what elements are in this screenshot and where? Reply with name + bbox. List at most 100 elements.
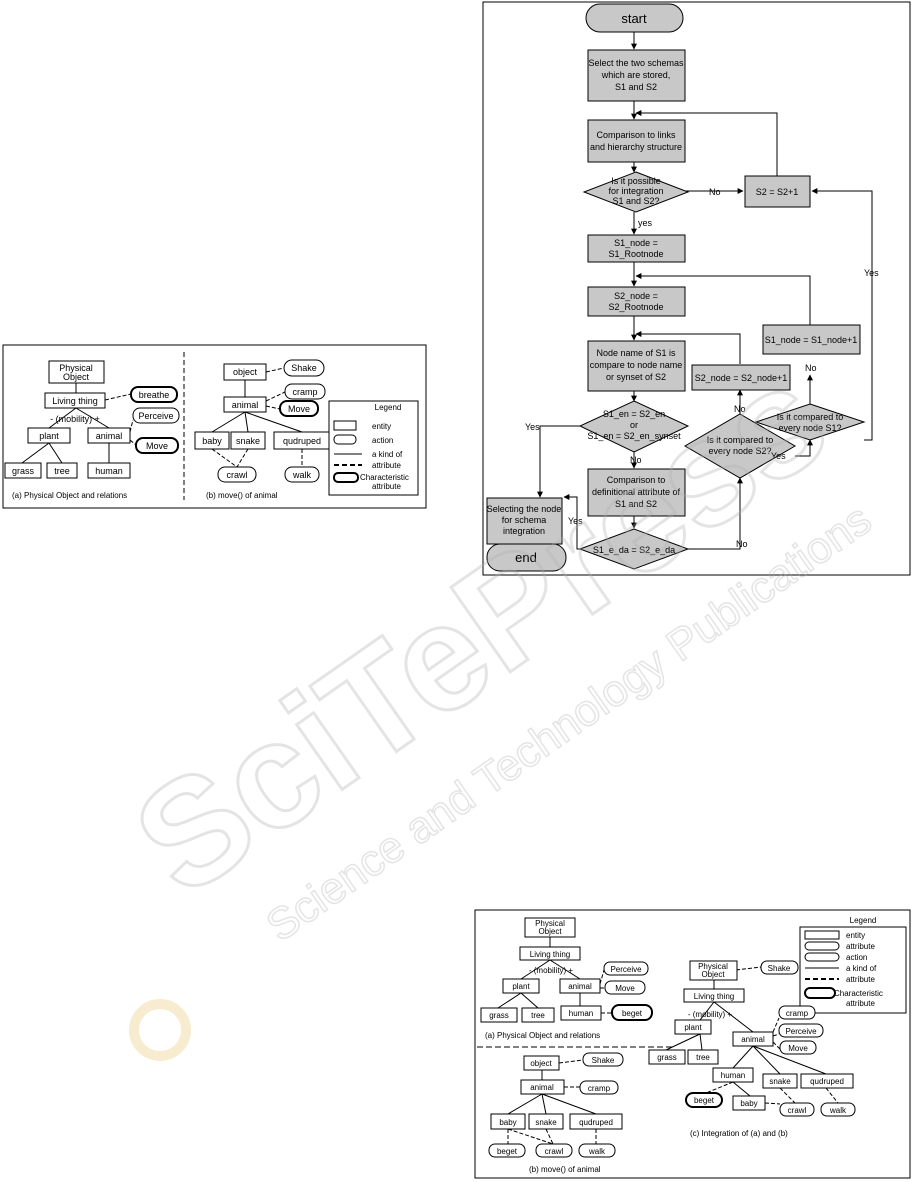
fig1b-cramp-label: cramp — [292, 387, 317, 397]
fig3-legend-entity: entity — [846, 931, 865, 940]
fig3a-move-label: Move — [615, 984, 635, 993]
fig1a-human-label: human — [95, 466, 123, 476]
fig3c-animal-node — [732, 1031, 774, 1047]
flow-compared-s1-decision — [754, 403, 866, 441]
flow-s1-node-inc-label: S1_node = S1_node+1 — [765, 335, 858, 345]
flow-no-da-label: No — [736, 539, 748, 549]
fig1b-walk-label: walk — [292, 470, 312, 480]
fig3c-tree-label: tree — [696, 1053, 710, 1062]
fig3c-physical-object-line1: Physical — [698, 962, 728, 971]
fig3c-shake-label: Shake — [768, 964, 791, 973]
fig3c-physical-object-line2: Object — [701, 970, 725, 979]
fig3c-beget-node — [685, 1092, 723, 1108]
fig3a-physical-object-line1: Physical — [535, 919, 565, 928]
fig1a-move-label: Move — [146, 441, 168, 451]
fig1-legend-attr: attribute — [372, 461, 401, 470]
fig3b-walk-label: walk — [588, 1147, 606, 1156]
fig3c-human-node — [712, 1067, 754, 1083]
fig1-legend-char-attr: attribute — [372, 482, 401, 491]
fig3a-human-node — [560, 1005, 602, 1021]
fig1-legend-char: Characteristic — [360, 473, 409, 482]
fig1a-plant-node — [27, 427, 71, 444]
fig3c-walk-node — [820, 1102, 856, 1117]
fig3c-physical-object-node — [689, 960, 738, 981]
flow-end-label: end — [515, 550, 537, 565]
flow-s2-root-line1: S2_node = — [614, 291, 658, 301]
fig3c-grass-label: grass — [657, 1053, 677, 1062]
fig3c-plant-node — [674, 1019, 712, 1035]
fig3c-move-node — [779, 1040, 817, 1055]
flowchart-frame — [482, 1, 911, 576]
fig3-legend-title: Legend — [850, 916, 877, 925]
fig3b-qudruped-node — [569, 1113, 623, 1130]
fig3c-walk-label: walk — [829, 1106, 847, 1115]
fig1b-crawl-label: crawl — [226, 470, 247, 480]
fig3b-shake-label: Shake — [592, 1056, 615, 1065]
fig3-legend-action-swatch — [804, 952, 840, 962]
fig1b-cramp-node — [284, 383, 326, 400]
fig1a-perceive-node — [132, 407, 180, 424]
flow-s1-node-inc-node — [762, 324, 861, 355]
fig1a-perceive-label: Perceive — [138, 411, 173, 421]
fig3b-beget-label: beget — [497, 1147, 518, 1156]
fig3b-shake-node — [582, 1052, 624, 1067]
fig1b-move-label: Move — [288, 404, 310, 414]
fig1b-shake-node — [283, 359, 325, 377]
flow-s1-root-node — [587, 234, 686, 263]
fig1a-animal-node — [87, 427, 131, 444]
fig1-legend-action: action — [372, 436, 393, 445]
flow-s2-node-inc-label: S2_node = S2_node+1 — [695, 373, 788, 383]
fig1-legend-kind: a kind of — [372, 450, 403, 459]
flow-no-r1-label: No — [805, 363, 817, 373]
fig3b-object-node — [523, 1055, 560, 1071]
fig1b-object-node — [223, 363, 267, 381]
flow-definitional-line2: definitional attribute of — [592, 487, 681, 497]
fig1a-plant-label: plant — [39, 431, 59, 441]
fig1b-crawl-node — [217, 466, 257, 483]
fig3-legend-attribute-swatch — [804, 941, 840, 951]
fig3b-caption: (b) move() of animal — [529, 1165, 601, 1174]
flow-select-node — [587, 49, 686, 102]
fig3c-animal-label: animal — [741, 1035, 765, 1044]
fig3b-crawl-label: crawl — [545, 1147, 564, 1156]
fig1a-tree-label: tree — [54, 466, 70, 476]
flow-start-label: start — [621, 11, 647, 26]
fig3b-qudruped-label: qudruped — [579, 1118, 613, 1127]
fig1a-physical-object-line2: Object — [63, 372, 90, 382]
fig3a-physical-object-line2: Object — [538, 927, 562, 936]
flow-compared-s2-line1: Is it compared to — [707, 435, 774, 445]
fig3b-baby-label: baby — [499, 1118, 516, 1127]
flow-en-line2: or — [630, 420, 638, 430]
fig3c-move-label: Move — [788, 1044, 808, 1053]
flow-selecting-line2: for schema — [502, 515, 547, 525]
fig3c-shake-node — [760, 960, 799, 975]
fig3-legend-attribute: attribute — [846, 942, 875, 951]
flow-no-r2-label: No — [734, 404, 746, 414]
flow-selecting-line1: Selecting the node — [487, 504, 562, 514]
figure-1: Physical Object Living thing breathe - (… — [2, 344, 427, 509]
fig3b-animal-label: animal — [530, 1083, 554, 1092]
fig1b-walk-node — [284, 466, 320, 483]
flow-yes-left-label: Yes — [525, 422, 540, 432]
fig3a-grass-node — [480, 1007, 518, 1023]
fig1a-living-thing-label: Living thing — [52, 396, 98, 406]
fig3a-move-node — [604, 980, 646, 995]
fig3-legend-char: Characteristic — [834, 989, 883, 998]
fig3c-tree-node — [687, 1049, 719, 1065]
flow-s1-root-line1: S1_node = — [614, 238, 658, 248]
fig3c-snake-label: snake — [769, 1077, 791, 1086]
flow-compared-s1-line1: Is it compared to — [777, 412, 844, 422]
fig1b-snake-label: snake — [236, 436, 260, 446]
flow-en-line3: S1_en = S2_en_synset — [587, 431, 681, 441]
fig3c-qudruped-node — [800, 1073, 854, 1089]
fig1a-caption: (a) Physical Object and relations — [12, 491, 127, 500]
flow-node-name-line2: compare to node name — [590, 360, 683, 370]
fig3a-tree-node — [521, 1007, 555, 1023]
flow-s2-root-line2: S2_Rootnode — [608, 302, 663, 312]
fig3a-living-thing-label: Living thing — [530, 950, 570, 959]
fig3a-beget-node — [611, 1004, 653, 1021]
fig3a-human-label: human — [569, 1009, 593, 1018]
fig3c-crawl-label: crawl — [788, 1106, 807, 1115]
fig1a-grass-label: grass — [12, 466, 35, 476]
